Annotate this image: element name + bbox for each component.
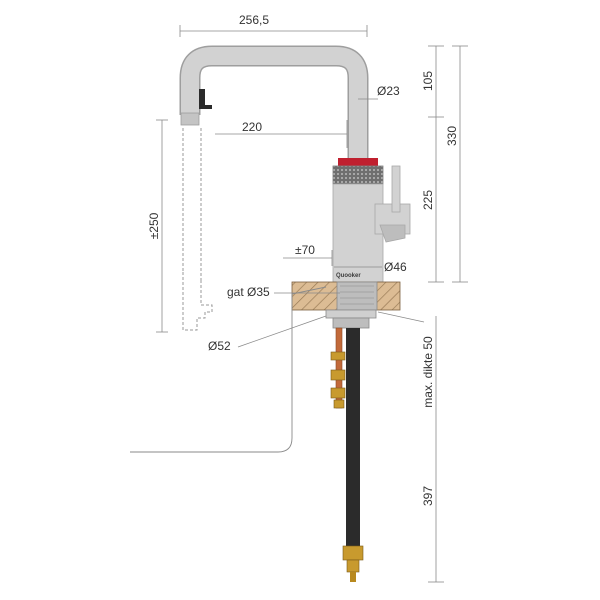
dimension-body-diameter: Ø46: [384, 260, 407, 274]
dimension-hose-length: 397: [421, 486, 435, 506]
mounting-nut: [325, 309, 377, 329]
flexible-hose: [342, 328, 364, 582]
countertop: [291, 281, 401, 311]
dimension-base-diameter: Ø52: [208, 339, 231, 353]
tap-spout: [179, 45, 369, 160]
spout-lever-icon: [199, 89, 205, 109]
lowered-spout-outline: [182, 128, 213, 331]
mounting-shaft: [336, 281, 378, 311]
dimension-spout-height: 105: [421, 71, 435, 91]
dimension-total-reach: 256,5: [239, 13, 269, 27]
dimension-body-offset: ±70: [295, 243, 315, 257]
tap-body: Quooker: [332, 158, 411, 283]
brand-logo: Quooker: [336, 273, 361, 279]
dimension-lines: [156, 25, 468, 583]
dimension-max-thickness: max. dikte 50: [421, 336, 435, 408]
hole-leader-line: [130, 286, 327, 453]
dimension-spout-clearance: ±250: [147, 212, 161, 239]
handle-lever: [391, 165, 401, 213]
dimension-total-height: 330: [445, 126, 459, 146]
red-indicator-ring: [338, 158, 378, 166]
dimension-body-height: 225: [421, 190, 435, 210]
copper-supply-pipe: [330, 327, 346, 409]
dimension-hole-diameter: gat Ø35: [227, 285, 270, 299]
dimension-spout-reach: 220: [242, 120, 262, 134]
dimension-pipe-diameter: Ø23: [377, 84, 400, 98]
knurled-grip: [332, 165, 384, 185]
